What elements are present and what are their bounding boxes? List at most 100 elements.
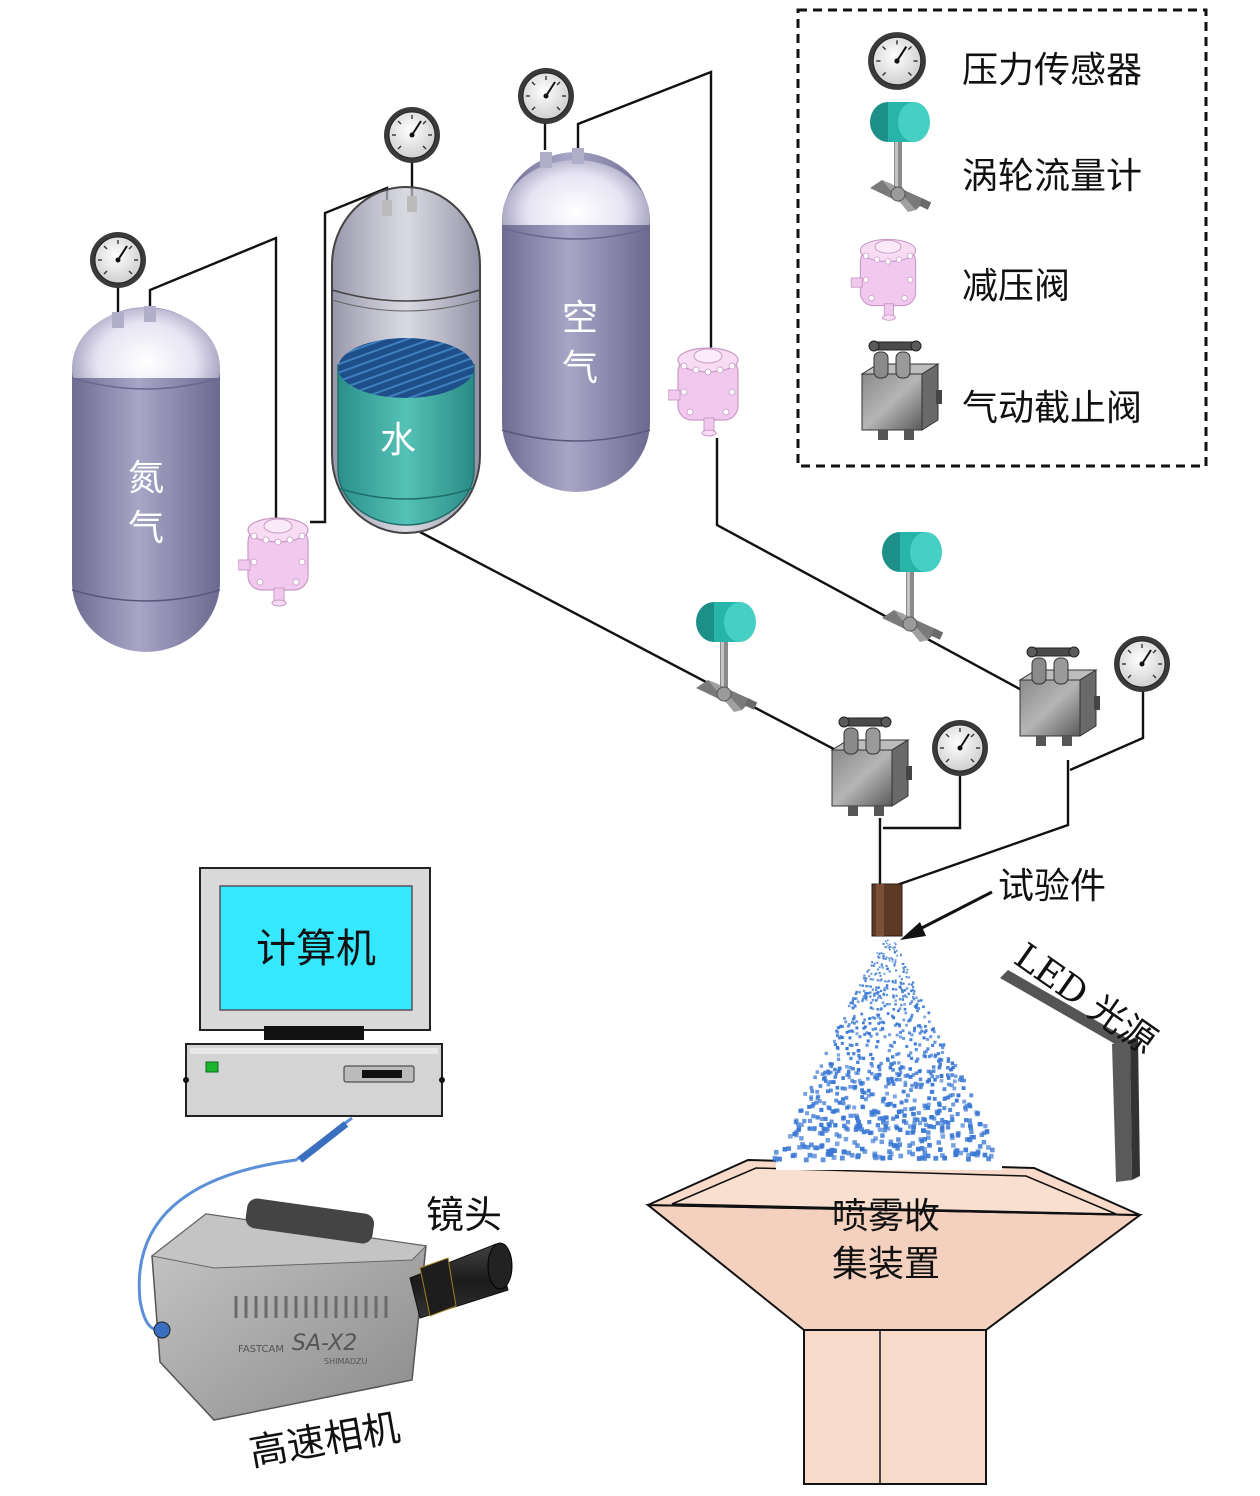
spray-droplet [909,1088,913,1092]
spray-droplet [892,1103,897,1108]
spray-droplet [877,1022,880,1025]
pressure-gauge-air [517,67,575,125]
spray-droplet [886,1058,890,1062]
spray-droplet [811,1114,816,1119]
spray-droplet [862,995,865,998]
spray-droplet [882,993,885,996]
flowmeter-water [695,601,758,713]
spray-droplet [940,1117,945,1123]
spray-droplet [887,944,889,947]
spray-droplet [967,1102,972,1107]
spray-droplet [946,1059,950,1063]
spray-droplet [916,1057,920,1061]
spray-droplet [840,1041,844,1045]
spray-droplet [967,1137,973,1143]
spray-droplet [929,1053,933,1057]
spray-droplet [912,996,915,999]
spray-droplet [869,995,872,998]
spray-droplet [876,1065,881,1069]
spray-droplet [905,987,909,990]
spray-droplet [845,1105,850,1110]
nitrogen-label-1: 氮 [128,458,164,499]
spray-droplet [825,1138,831,1143]
spray-droplet [892,1061,896,1065]
spray-droplet [837,1133,842,1139]
spray-droplet [938,1057,942,1061]
spray-droplet [813,1075,817,1080]
spray-droplet [911,1073,916,1077]
spray-droplet [890,1076,894,1081]
spray-droplet [912,997,916,1001]
spray-droplet [969,1093,974,1098]
spray-droplet [890,1079,895,1084]
spray-droplet [871,961,874,964]
spray-droplet [909,1051,913,1055]
spray-droplet [902,995,905,998]
spray-droplet [898,1024,901,1028]
spray-droplet [937,1108,942,1113]
spray-droplet [849,1001,852,1005]
spray-droplet [946,1057,951,1061]
spray-droplet [908,1031,911,1035]
spray-droplet [871,1027,875,1031]
spray-droplet [873,962,876,965]
spray-droplet [894,946,896,949]
spray-droplet [884,957,887,960]
spray-droplet [839,1155,845,1161]
water-tank: 水 [331,186,481,534]
spray-droplet [807,1152,813,1158]
spray-droplet [903,1083,908,1087]
spray-droplet [874,973,877,976]
spray-droplet [948,1093,953,1098]
spray-droplet [866,1039,870,1043]
spray-droplet [888,1066,893,1070]
spray-droplet [905,995,908,998]
spray-droplet [878,1021,882,1024]
collector-label-2: 集装置 [832,1244,940,1285]
spray-droplet [955,1133,961,1138]
spray-droplet [819,1122,824,1128]
spray-droplet [879,989,883,993]
spray-droplet [913,990,916,993]
spray-droplet [923,1015,926,1019]
spray-droplet [922,1151,928,1156]
spray-droplet [910,1141,915,1146]
spray-droplet [908,1124,913,1129]
spray-droplet [898,1066,902,1071]
spray-droplet [961,1086,966,1090]
spray-droplet [848,1113,853,1118]
spray-droplet [940,1121,945,1126]
collector-label-1: 喷雾收 [832,1196,940,1237]
spray-droplet [782,1147,788,1152]
spray-droplet [853,997,857,1000]
spray-droplet [972,1151,977,1157]
spray-droplet [826,1122,831,1127]
spray-droplet [845,1047,849,1051]
legend-flowmeter-label: 涡轮流量计 [962,156,1142,197]
spray-droplet [854,1071,858,1075]
spray-droplet [875,1045,879,1049]
spray-droplet [882,1096,887,1101]
spray-droplet [863,974,866,977]
spray-droplet [863,1018,867,1022]
spray-droplet [884,946,887,948]
spray-droplet [826,1082,831,1087]
spray-droplet [909,1056,914,1060]
spray-droplet [847,1004,851,1008]
spray-droplet [867,1069,871,1074]
spray-droplet [915,1117,920,1122]
spray-droplet [876,1040,880,1044]
flowmeter-air [881,531,944,643]
spray-droplet [960,1078,964,1083]
spray-droplet [923,1030,927,1034]
spray-droplet [902,1065,906,1070]
spray-droplet [932,1030,936,1034]
spray-droplet [865,1129,870,1134]
spray-droplet [880,1133,885,1138]
spray-droplet [845,1030,849,1034]
spray-droplet [847,1069,851,1074]
spray-droplet [888,948,891,951]
spray-droplet [948,1107,953,1112]
spray-droplet [898,1007,902,1010]
spray-droplet [849,1152,855,1158]
